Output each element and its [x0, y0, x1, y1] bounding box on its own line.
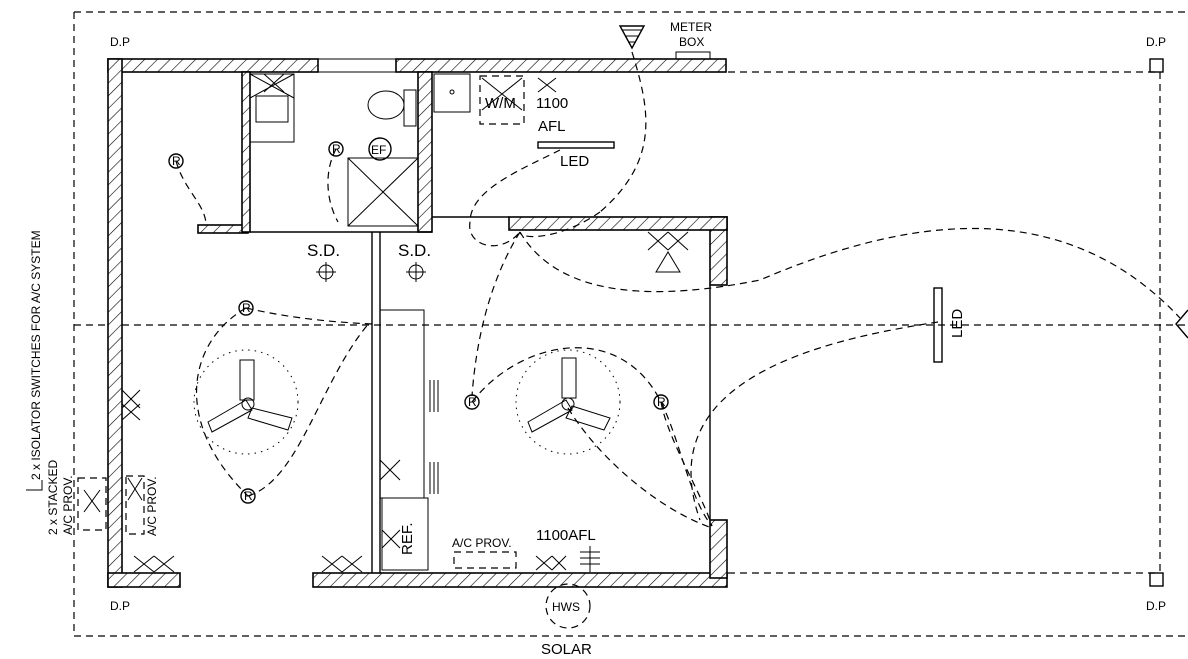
ef-label: EF: [371, 143, 386, 157]
meter-box: METER BOX: [670, 20, 712, 60]
meter-box-label-1: METER: [670, 20, 712, 34]
corner-posts: [1149, 58, 1164, 587]
afl-label: AFL: [538, 118, 566, 135]
laundry-outlet: 1100 AFL: [536, 77, 568, 135]
solar-label: SOLAR: [541, 641, 592, 658]
led-batten-top: LED: [537, 141, 615, 170]
flood-light-icon-right: [1175, 309, 1188, 339]
hot-water-system: HWS SOLAR: [541, 583, 592, 658]
isolator-switches-label: 2 x ISOLATOR SWITCHES FOR A/C SYSTEM: [29, 230, 43, 480]
ceiling-fan-right-icon: [515, 349, 621, 455]
wiring-runs: [175, 51, 1181, 529]
ac-provision-bedroom: A/C PROV.: [125, 475, 159, 536]
kitchen-bench: [379, 309, 439, 499]
ac-prov-label-bedroom: A/C PROV.: [145, 476, 159, 536]
internal-walls: [250, 58, 711, 573]
power-outlet-kitchen: 1100AFL: [535, 527, 600, 572]
stacked-label-1: 2 x STACKED: [46, 460, 60, 535]
stacked-label-2: A/C PROV.: [61, 475, 75, 535]
meter-box-label-2: BOX: [679, 35, 704, 49]
sd-label-1: S.D.: [307, 241, 340, 260]
light-point-2: R: [328, 141, 344, 157]
ref-label: REF.: [399, 522, 416, 555]
washing-machine: W/M: [479, 75, 525, 125]
ac-prov-label: A/C PROV.: [452, 536, 512, 550]
bathroom-fixtures: [249, 73, 471, 227]
ac-provision-kitchen: A/C PROV.: [452, 536, 517, 569]
external-ac-units: 2 x STACKED A/C PROV. 2 x ISOLATOR SWITC…: [26, 230, 107, 535]
afl-1100-combined-label: 1100AFL: [536, 527, 596, 544]
wm-label: W/M: [485, 95, 516, 112]
site-boundary: [73, 11, 1188, 637]
svg-text:R: R: [332, 142, 341, 156]
ceiling-fan-left-icon: [193, 349, 299, 455]
dp-label-br: D.P: [1146, 599, 1166, 613]
dp-label-tr: D.P: [1146, 35, 1166, 49]
exhaust-fan-icon: EF: [368, 137, 392, 161]
dp-label-bl: D.P: [110, 599, 130, 613]
led-label-right: LED: [949, 309, 966, 338]
sd-label-2: S.D.: [398, 241, 431, 260]
led-label-top: LED: [560, 153, 589, 170]
dp-label-tl: D.P: [110, 35, 130, 49]
flood-light-icon: [618, 25, 646, 50]
hws-label: HWS: [552, 600, 580, 614]
smoke-detectors: S.D. S.D.: [307, 241, 431, 282]
downpipes: D.P D.P D.P D.P: [110, 35, 1166, 613]
led-batten-right: LED: [933, 287, 966, 363]
refrigerator: REF.: [381, 497, 429, 571]
external-walls: [107, 58, 728, 588]
afl-1100-label: 1100: [536, 95, 568, 112]
power-outlets: [121, 73, 689, 573]
